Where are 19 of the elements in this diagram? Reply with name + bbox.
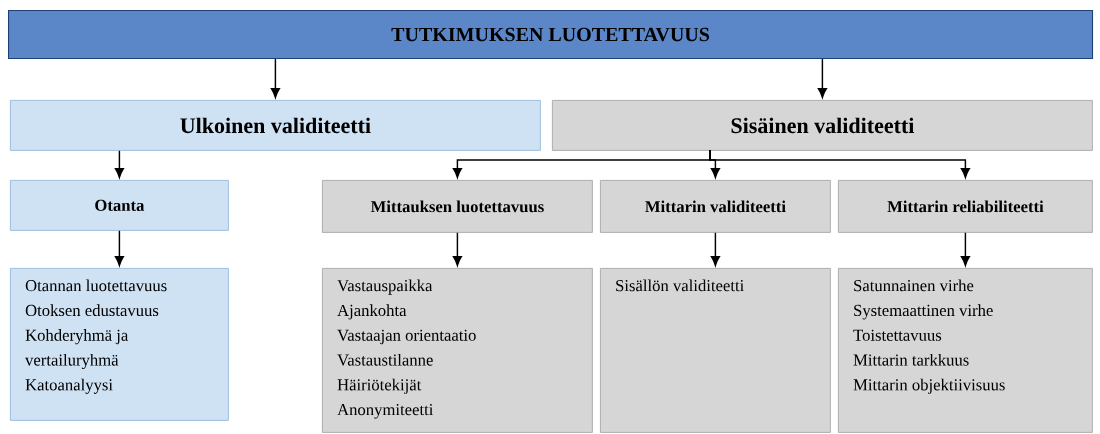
heading-box: Sisäinen validiteetti (552, 100, 1093, 151)
category-box: Mittarin validiteetti (600, 180, 831, 233)
arrow (710, 232, 721, 267)
arrow (452, 232, 463, 267)
arrow (114, 150, 125, 179)
list-box: Vastauspaikka Ajankohta Vastaajan orientaatio Vastaustilanne Häiriötekijät Anonymiteetti (322, 268, 593, 433)
arrow (270, 58, 281, 99)
heading-box: Ulkoinen validiteetti (10, 100, 541, 151)
category-box: Mittarin reliabiliteetti (838, 180, 1093, 233)
arrow (817, 58, 828, 99)
list-box: Satunnainen virhe Systemaattinen virhe Toistettavuus Mittarin tarkkuus Mittarin objektiivisuus (838, 268, 1093, 433)
category-box: Otanta (10, 180, 229, 231)
category-box: Mittauksen luotettavuus (322, 180, 593, 233)
arrow (709, 149, 971, 179)
list-box: Otannan luotettavuus Otoksen edustavuus Kohderyhmä ja vertailuryhmä Katoanalyysi (10, 268, 229, 421)
title-banner: TUTKIMUKSEN LUOTETTAVUUS (8, 10, 1094, 60)
arrow (114, 230, 125, 267)
list-box: Sisällön validiteetti (600, 268, 831, 433)
arrow (960, 232, 971, 267)
